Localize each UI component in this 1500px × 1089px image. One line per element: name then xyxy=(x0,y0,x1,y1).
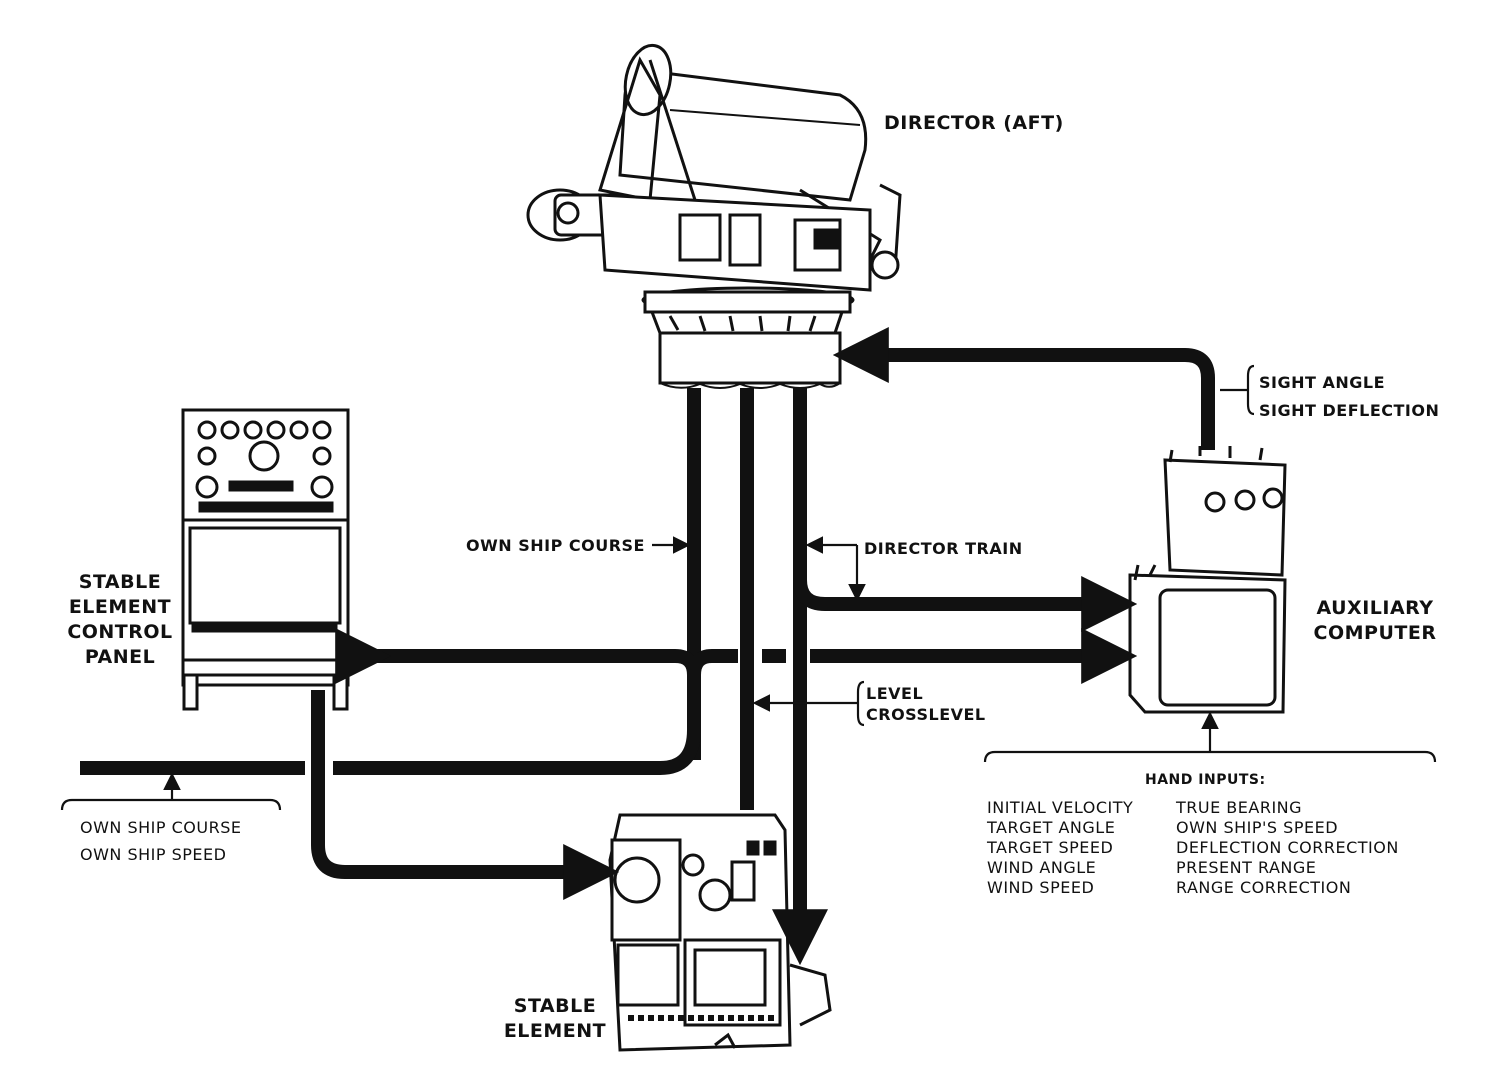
brace-own-ship xyxy=(60,798,282,811)
label-own-ship-course-signal: OWN SHIP COURSE xyxy=(466,536,645,555)
label-director: DIRECTOR (AFT) xyxy=(884,112,1064,134)
annotation-arrows xyxy=(60,364,1437,811)
label-stable-element: STABLE ELEMENT xyxy=(495,994,615,1044)
line-panel-to-stable-element xyxy=(311,690,620,900)
director-illustration xyxy=(526,43,902,389)
line-to-control-panel xyxy=(335,628,701,684)
brace-sight xyxy=(1246,364,1255,416)
label-aux-line: COMPUTER xyxy=(1313,622,1437,644)
label-own-ship-inputs: OWN SHIP COURSE OWN SHIP SPEED xyxy=(80,814,241,868)
label-own-ship-course-input: OWN SHIP COURSE xyxy=(80,818,242,837)
label-control-panel-line: CONTROL xyxy=(67,621,173,643)
hand-input-item: DEFLECTION CORRECTION xyxy=(1176,838,1399,857)
hand-input-item: TARGET SPEED xyxy=(987,838,1114,857)
label-sight-deflection: SIGHT DEFLECTION xyxy=(1259,401,1440,420)
hand-input-item: WIND SPEED xyxy=(987,878,1095,897)
label-level: LEVEL xyxy=(866,684,924,703)
auxiliary-computer-illustration xyxy=(1128,446,1287,714)
stable-element-illustration xyxy=(608,813,832,1052)
label-control-panel-line: ELEMENT xyxy=(68,596,172,618)
label-auxiliary-computer: AUXILIARY COMPUTER xyxy=(1300,596,1450,646)
hand-input-item: RANGE CORRECTION xyxy=(1176,878,1352,897)
line-director-train-branch xyxy=(793,576,1138,632)
label-crosslevel: CROSSLEVEL xyxy=(866,705,986,724)
label-stable-element-line: STABLE xyxy=(513,995,597,1017)
line-own-ship-course-bottom xyxy=(333,729,701,775)
hand-input-item: OWN SHIP'S SPEED xyxy=(1176,818,1339,837)
control-panel-illustration xyxy=(181,408,350,711)
line-sight-feedback xyxy=(832,327,1215,450)
brace-level xyxy=(856,680,865,727)
label-director-train-signal: DIRECTOR TRAIN xyxy=(864,539,1023,558)
label-control-panel-line: PANEL xyxy=(84,646,156,668)
line-junction-right xyxy=(687,649,738,676)
signal-lines xyxy=(80,327,1215,966)
hand-inputs-title: HAND INPUTS: xyxy=(1145,772,1266,788)
label-control-panel: STABLE ELEMENT CONTROL PANEL xyxy=(55,570,185,670)
label-level-crosslevel: LEVEL CROSSLEVEL xyxy=(866,683,986,725)
label-control-panel-line: STABLE xyxy=(78,571,162,593)
hand-input-item: PRESENT RANGE xyxy=(1176,858,1317,877)
hand-input-item: INITIAL VELOCITY xyxy=(987,798,1134,817)
label-own-ship-speed-input: OWN SHIP SPEED xyxy=(80,845,227,864)
hand-input-item: TARGET ANGLE xyxy=(987,818,1116,837)
hand-input-item: TRUE BEARING xyxy=(1176,798,1303,817)
label-aux-line: AUXILIARY xyxy=(1316,597,1434,619)
hand-inputs-right-column: TRUE BEARING OWN SHIP'S SPEED DEFLECTION… xyxy=(1176,798,1399,898)
label-sight-angle: SIGHT ANGLE xyxy=(1259,373,1386,392)
label-sight-signals: SIGHT ANGLE SIGHT DEFLECTION xyxy=(1259,369,1439,425)
hand-inputs-left-column: INITIAL VELOCITY TARGET ANGLE TARGET SPE… xyxy=(987,798,1133,898)
brace-hand-inputs xyxy=(983,750,1437,763)
hand-input-item: WIND ANGLE xyxy=(987,858,1097,877)
label-stable-element-line: ELEMENT xyxy=(503,1020,607,1042)
